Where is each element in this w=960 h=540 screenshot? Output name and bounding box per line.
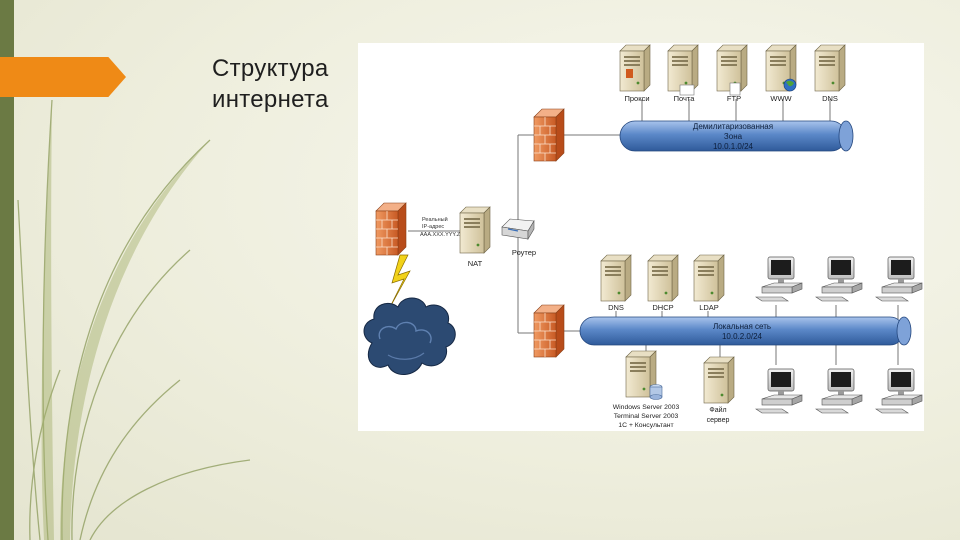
lan-firewall [533,304,565,358]
title-arrow-marker [0,57,126,97]
router: Роутер [501,218,536,257]
lan-dns-server: DNS [600,254,632,312]
dmz-network-bus: Демилитаризованная Зона 10.0.1.0/24 [619,120,854,152]
decorative-grass [17,99,251,540]
lan-dns-label: DNS [608,303,624,312]
workstation [755,256,803,302]
workstation [815,368,863,414]
windows-terminal-server: Windows Server 2003 Terminal Server 2003… [613,350,680,429]
dmz-mail-server: Почта [667,44,699,103]
workstation [875,368,923,414]
windows-server-label-2: Terminal Server 2003 [614,413,679,420]
dmz-proxy-server: Прокси [619,44,651,103]
internet-cloud-icon [363,297,456,375]
nat-server: NAT [459,206,491,268]
dmz-dns-server: DNS [814,44,846,103]
workstation [875,256,923,302]
workstation [815,256,863,302]
file-server-label-2: сервер [707,417,730,424]
dmz-firewall [533,108,565,162]
windows-server-label-3: 1C + Консультант [618,422,673,429]
lan-ldap-server: LDAP [693,254,725,312]
dmz-www-label: WWW [770,94,792,103]
file-server: Файл сервер [703,356,735,424]
real-ip-label-2: IP-адрес [422,224,444,230]
edge-firewall [375,202,407,256]
slide-title: Структура интернета [212,55,329,113]
lan-dhcp-server: DHCP [647,254,679,312]
dmz-proxy-label: Прокси [624,94,649,103]
dmz-bus-label-1: Демилитаризованная [693,122,773,131]
file-server-label-1: Файл [709,406,726,414]
lan-network-bus: Локальная сеть 10.0.2.0/24 [579,316,912,346]
dmz-ftp-label: FTP [727,94,741,103]
lightning-bolt-icon [387,254,411,312]
workstation [755,368,803,414]
lan-ldap-label: LDAP [699,303,719,312]
router-label: Роутер [512,248,536,257]
dmz-mail-label: Почта [674,94,696,103]
nat-label: NAT [468,259,483,268]
dmz-ftp-server: FTP [716,44,748,103]
network-diagram: Демилитаризованная Зона 10.0.1.0/24 Лока… [358,43,924,431]
real-ip-label-1: Реальный [422,216,448,223]
real-ip-address: AAA.XXX.YYY.ZZZ [420,232,468,238]
dmz-dns-label: DNS [822,94,838,103]
lan-bus-label: Локальная сеть [713,322,771,331]
windows-server-label-1: Windows Server 2003 [613,404,680,411]
dmz-bus-subnet: 10.0.1.0/24 [713,142,754,151]
lan-dhcp-label: DHCP [652,303,673,312]
dmz-bus-label-2: Зона [724,132,743,141]
dmz-www-server: WWW [765,44,797,103]
lan-bus-subnet: 10.0.2.0/24 [722,332,763,341]
left-accent-bar [0,0,14,540]
